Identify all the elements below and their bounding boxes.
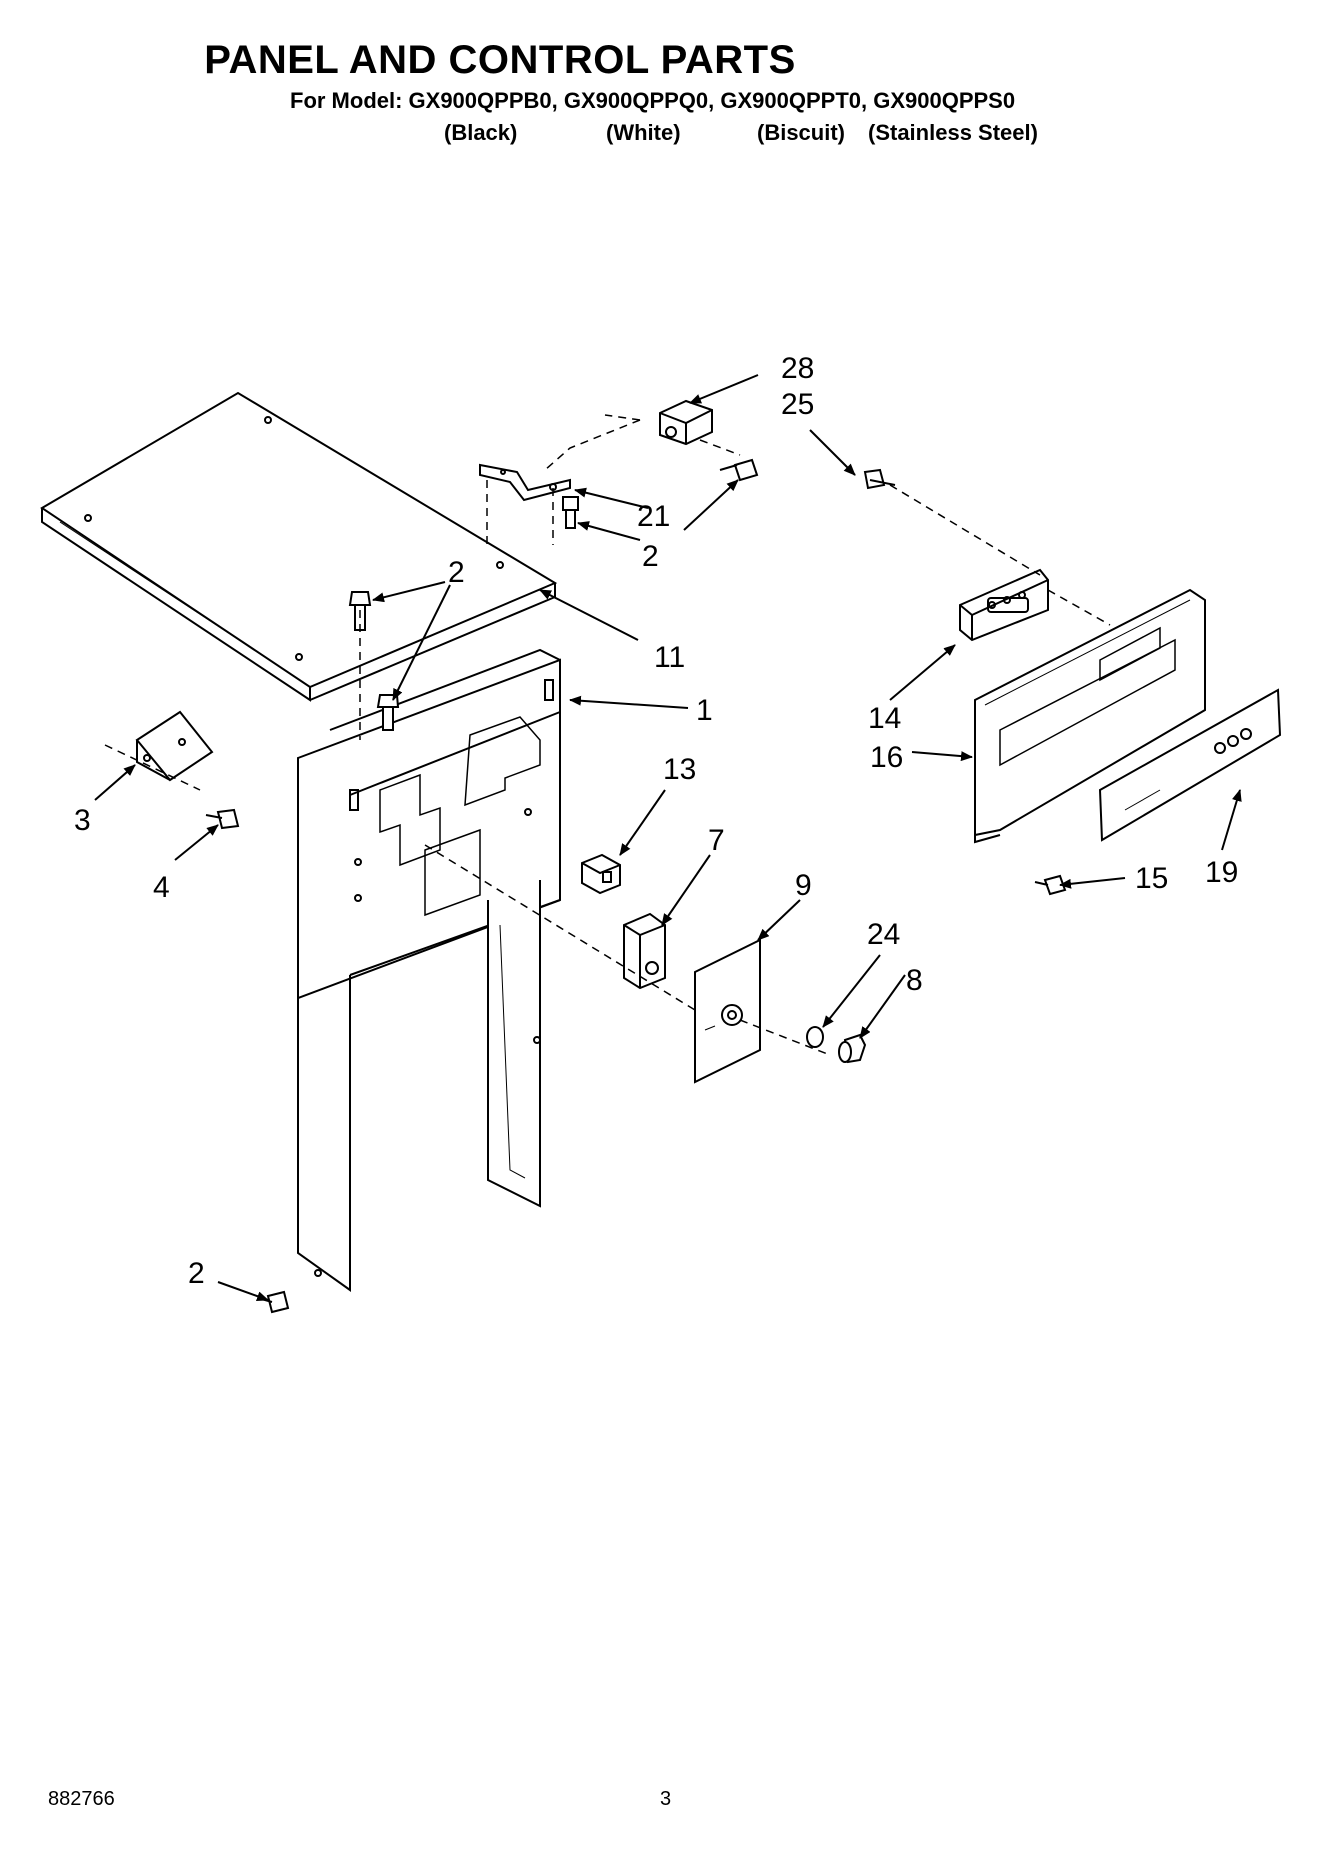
page-title: PANEL AND CONTROL PARTS bbox=[204, 38, 796, 82]
panel-frame-part bbox=[297, 648, 561, 1292]
knob-parts bbox=[806, 1026, 867, 1064]
assembly-lines bbox=[104, 414, 1111, 1056]
callout-9: 9 bbox=[795, 869, 812, 902]
control-overlay-part bbox=[1098, 688, 1282, 842]
document-number: 882766 bbox=[48, 1788, 115, 1810]
callout-14: 14 bbox=[868, 702, 901, 735]
callout-arrows bbox=[94, 374, 1242, 1301]
control-board-part bbox=[959, 568, 1049, 642]
callout-7: 7 bbox=[708, 824, 725, 857]
callout-1: 1 bbox=[696, 694, 713, 727]
screw-parts[interactable] bbox=[205, 458, 1067, 1314]
bracket-part bbox=[479, 463, 571, 502]
callout-11: 11 bbox=[654, 641, 685, 674]
callout-labels: 28 25 21 2 2 11 1 14 16 13 7 9 24 8 15 1… bbox=[74, 352, 1238, 1290]
page-number: 3 bbox=[660, 1788, 672, 1810]
variant-stainless-steel: (Stainless Steel) bbox=[868, 120, 1038, 145]
callout-25: 25 bbox=[781, 388, 814, 421]
callout-2-frame: 2 bbox=[188, 1257, 205, 1290]
variant-black: (Black) bbox=[444, 120, 518, 145]
mounting-plate-part bbox=[694, 938, 761, 1084]
callout-13: 13 bbox=[663, 753, 696, 786]
control-housing-part bbox=[974, 588, 1206, 844]
callout-2-bracket: 2 bbox=[642, 540, 659, 573]
variant-biscuit: (Biscuit) bbox=[757, 120, 845, 145]
callout-24: 24 bbox=[867, 918, 900, 951]
model-list: For Model: GX900QPPB0, GX900QPPQ0, GX900… bbox=[290, 88, 1016, 113]
top-cover-part bbox=[40, 391, 558, 702]
callout-2-cover: 2 bbox=[448, 556, 465, 589]
callout-4: 4 bbox=[153, 871, 170, 904]
callout-16: 16 bbox=[870, 741, 903, 774]
switch-part bbox=[581, 853, 621, 895]
variant-white: (White) bbox=[606, 120, 681, 145]
callout-19: 19 bbox=[1205, 856, 1238, 889]
callout-21: 21 bbox=[637, 500, 670, 533]
callout-3: 3 bbox=[74, 804, 91, 837]
callout-15: 15 bbox=[1135, 862, 1168, 895]
callout-8: 8 bbox=[906, 964, 923, 997]
callout-28: 28 bbox=[781, 352, 814, 385]
block-part bbox=[659, 399, 713, 446]
switch-body-part bbox=[623, 912, 666, 990]
side-bracket-part bbox=[135, 710, 214, 782]
